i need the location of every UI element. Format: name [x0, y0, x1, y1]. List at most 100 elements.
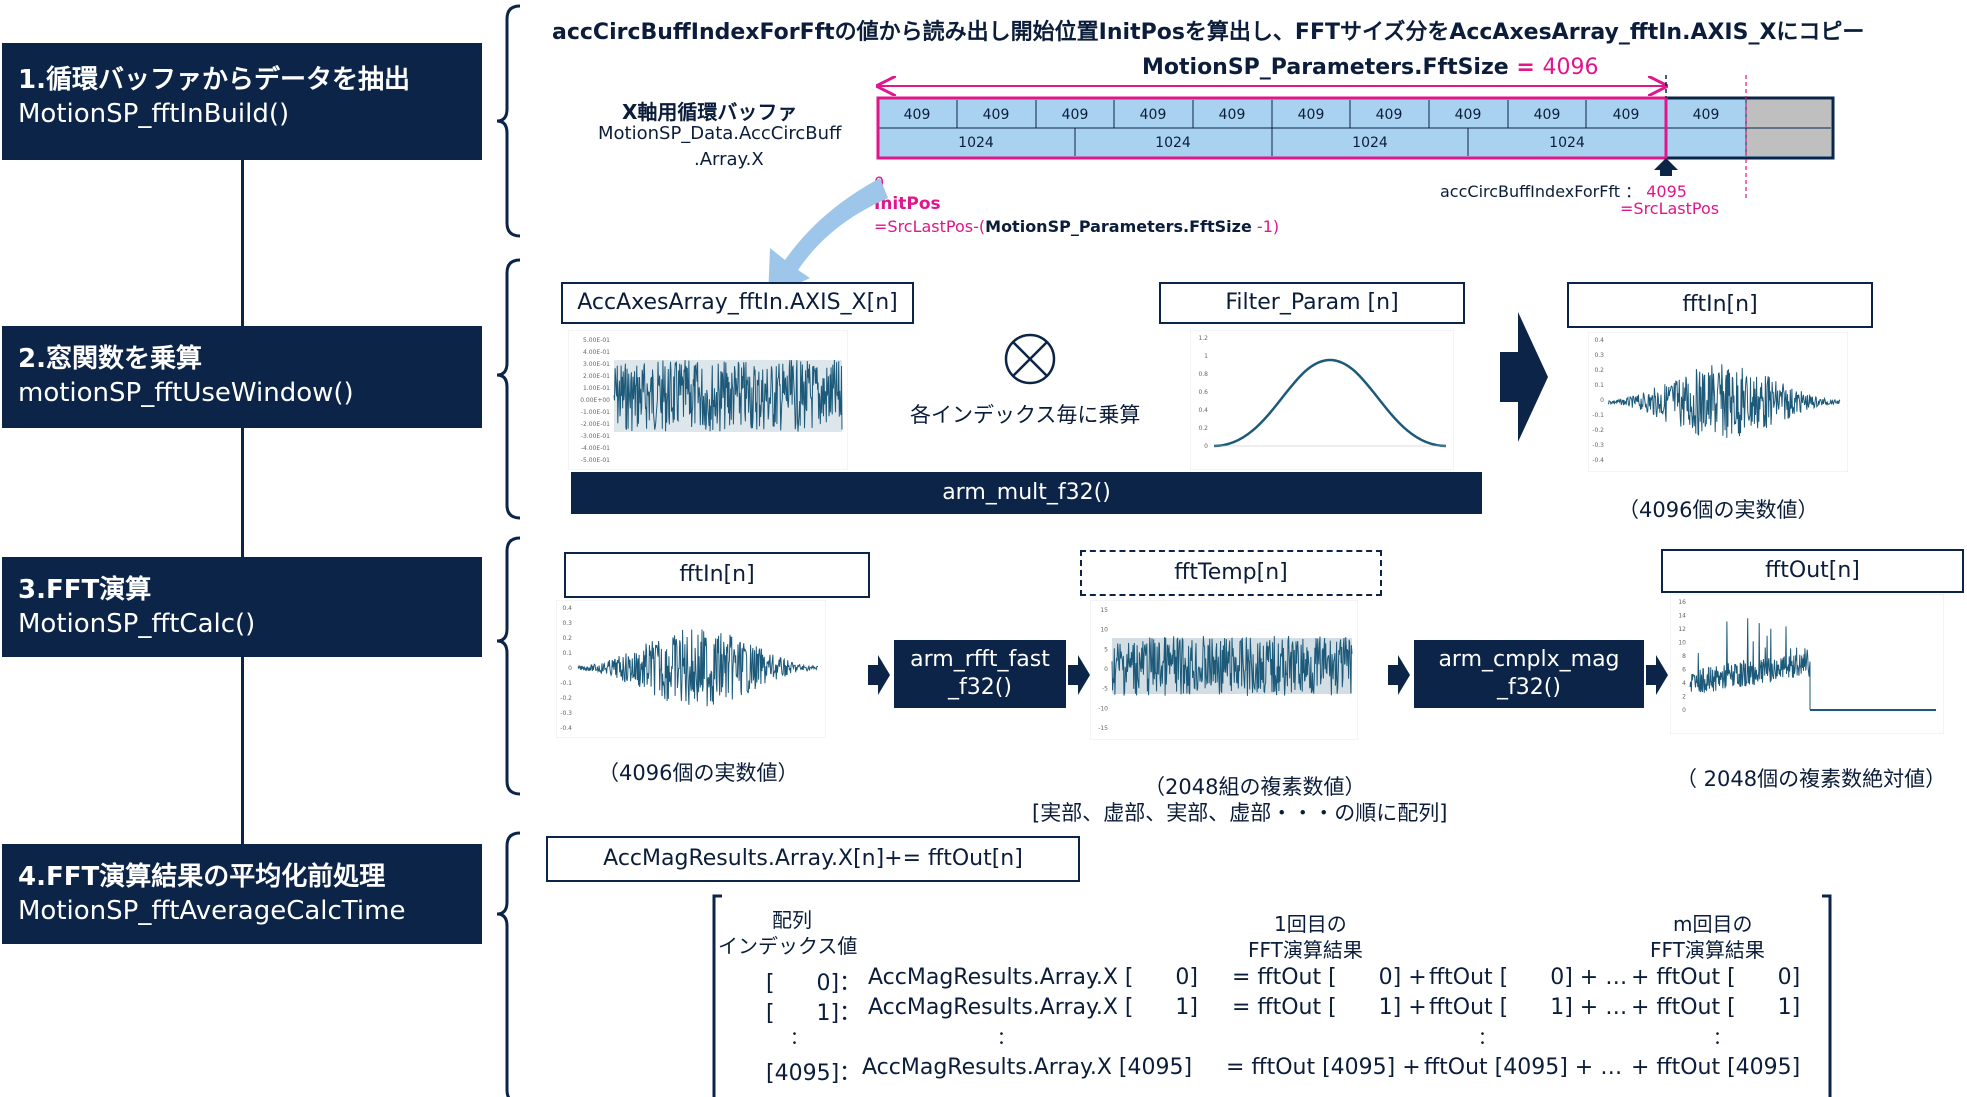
axis-tick-label: -0.3 [560, 710, 572, 717]
cell-top-7: 409 [1376, 107, 1403, 123]
eq-row-2-index: [4095]： [766, 1061, 862, 1086]
head-first-line1: 1回目の [1274, 912, 1347, 936]
axis-tick-label: 6 [1682, 667, 1686, 674]
circular-buffer: 409 409 409 409 409 409 409 409 409 409 … [870, 75, 1835, 200]
axis-tick-label: 16 [1678, 599, 1686, 606]
eq-row-2-c: + fftOut [4095] [1631, 1055, 1801, 1080]
caption-s3-temp1: （2048組の複素数値） [1144, 775, 1366, 799]
axis-tick-label: 0.2 [1594, 367, 1604, 374]
eq-row-0-a: = fftOut [ 0] + [1232, 965, 1427, 990]
func-arm-mult: arm_mult_f32() [571, 472, 1482, 514]
head-first-line2: FFT演算結果 [1248, 938, 1363, 962]
eq-row-2-lhs: AccMagResults.Array.X [4095] [862, 1055, 1193, 1080]
axis-tick-label: 5 [1104, 646, 1108, 653]
axis-tick-label: 10 [1100, 627, 1108, 634]
initpos-formula-b: MotionSP_Parameters.FftSize [985, 217, 1252, 236]
axis-tick-label: 0.1 [1594, 382, 1604, 389]
axis-tick-label: 0.4 [562, 605, 572, 612]
cell-bottom-1: 1024 [958, 135, 994, 151]
step-1-function: MotionSP_fftInBuild() [18, 99, 290, 129]
axis-tick-label: 3.00E-01 [583, 361, 610, 368]
chart-fftin-s3: 0.40.30.20.10-0.1-0.2-0.3-0.4 [556, 600, 826, 738]
axis-tick-label: 0 [1104, 666, 1108, 673]
axis-tick-label: 0 [1682, 707, 1686, 714]
axis-tick-label: 0.8 [1198, 371, 1208, 378]
step-1-box: 1.循環バッファからデータを抽出 MotionSP_fftInBuild() [2, 43, 482, 160]
step-4-title: 4.FFT演算結果の平均化前処理 [18, 862, 386, 892]
cell-top-1: 409 [904, 107, 931, 123]
axis-tick-label: -0.2 [1592, 427, 1604, 434]
vdots-3: ： [1478, 1028, 1496, 1049]
step-3-function: MotionSP_fftCalc() [18, 609, 256, 639]
box-fftin-out: fftIn[n] [1567, 282, 1873, 328]
axis-tick-label: 1 [1204, 353, 1208, 360]
eq-row-0-lhs: AccMagResults.Array.X [ 0] [868, 965, 1199, 990]
axis-tick-label: 0.4 [1594, 337, 1604, 344]
step-3-title: 3.FFT演算 [18, 575, 152, 605]
func-arm-rfft-line1: arm_rfft_fast [910, 647, 1050, 672]
func-arm-rfft-line2: _f32() [948, 675, 1012, 700]
arrow-s3-4 [1646, 655, 1668, 695]
multiply-note: 各インデックス毎に乗算 [910, 403, 1141, 427]
axis-tick-label: 14 [1678, 613, 1686, 620]
arrow-s3-3 [1388, 655, 1410, 695]
fftsize-label: MotionSP_Parameters.FftSize = 4096 [1142, 55, 1598, 80]
section-1-header: accCircBuffIndexForFftの値から読み出し開始位置InitPo… [552, 20, 1865, 45]
eq-row-2-a: = fftOut [4095] + [1226, 1055, 1421, 1080]
axis-tick-label: 1.00E-01 [583, 385, 610, 392]
circ-index-label: accCircBuffIndexForFft ： 4095 [1440, 178, 1687, 202]
cell-top-5: 409 [1219, 107, 1246, 123]
axis-tick-label: -0.2 [560, 695, 572, 702]
axis-tick-label: -0.1 [560, 680, 572, 687]
chart-accaxes-noise: 5.00E-014.00E-013.00E-012.00E-011.00E-01… [568, 330, 848, 470]
step-4-function: MotionSP_fftAverageCalcTime [18, 896, 406, 926]
buffer-title: X軸用循環バッファ [622, 100, 798, 124]
axis-tick-label: -1.00E-01 [581, 409, 610, 416]
func-arm-cmplx-mag: arm_cmplx_mag _f32() [1414, 640, 1644, 708]
cell-top-4: 409 [1140, 107, 1167, 123]
axis-tick-label: 0 [1600, 397, 1604, 404]
axis-tick-label: 10 [1678, 640, 1686, 647]
step-1-title: 1.循環バッファからデータを抽出 [18, 65, 410, 95]
cell-top-3: 409 [1062, 107, 1089, 123]
brace-4 [496, 831, 521, 1097]
eq-row-0-b: fftOut [ 0] + … [1429, 965, 1628, 990]
eq-row-1-c: + fftOut [ 1] [1631, 995, 1801, 1020]
box-fftout: fftOut[n] [1661, 549, 1964, 593]
axis-tick-label: -10 [1098, 705, 1108, 712]
last-pos-arrow [1654, 158, 1678, 176]
cell-top-6: 409 [1298, 107, 1325, 123]
axis-tick-label: 1.2 [1198, 335, 1208, 342]
arrow-s3-1 [868, 655, 890, 695]
cell-top-2: 409 [983, 107, 1010, 123]
axis-tick-label: -4.00E-01 [581, 445, 610, 452]
eq-row-1-index: [ 1]： [766, 1001, 862, 1026]
circ-index-value: 4095 [1646, 182, 1687, 201]
caption-s3-in: （4096個の実数値） [598, 761, 799, 785]
axis-tick-label: 0 [1204, 443, 1208, 450]
step-2-function: motionSP_fftUseWindow() [18, 378, 354, 408]
head-index-line1: 配列 [772, 908, 812, 932]
box-fftin-s3: fftIn[n] [564, 552, 870, 598]
step-2-box: 2.窓関数を乗算 motionSP_fftUseWindow() [2, 326, 482, 428]
brace-3 [496, 536, 521, 796]
complex-signal [1111, 635, 1353, 696]
axis-tick-label: 0.3 [562, 620, 572, 627]
cell-top-11: 409 [1693, 107, 1720, 123]
caption-s3-out: （ 2048個の複素数絶対値） [1676, 767, 1947, 791]
step-2-title: 2.窓関数を乗算 [18, 344, 202, 374]
axis-tick-label: 2 [1682, 694, 1686, 701]
axis-tick-label: 0.3 [1594, 352, 1604, 359]
eq-row-0-c: + fftOut [ 0] [1631, 965, 1801, 990]
axis-tick-label: 2.00E-01 [583, 373, 610, 380]
axis-tick-label: 0.2 [1198, 425, 1208, 432]
arrow-s3-2 [1068, 655, 1090, 695]
vdots-2: ： [997, 1028, 1015, 1049]
axis-tick-label: 0.2 [562, 635, 572, 642]
cell-bottom-3: 1024 [1352, 135, 1388, 151]
initpos-formula-c: -1) [1251, 217, 1280, 236]
caption-fftin-count: （4096個の実数値） [1618, 498, 1819, 522]
axis-tick-label: -3.00E-01 [581, 433, 610, 440]
